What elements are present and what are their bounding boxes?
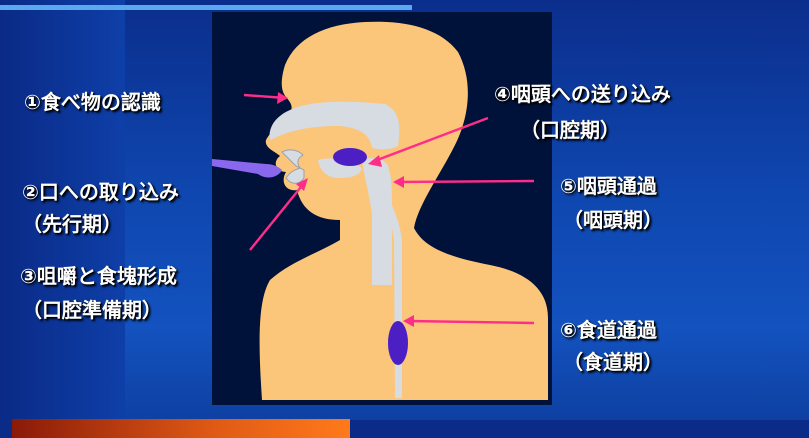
label-step1: ①食べ物の認識 [24,90,161,114]
arrow-step5 [398,181,534,182]
label-step4-phase: （口腔期） [520,118,620,142]
label-step3-phase: （口腔準備期） [22,298,162,322]
label-step5-phase: （咽頭期） [563,208,663,232]
airway [372,206,384,285]
label-step6: ⑥食道通過 [560,318,657,342]
label-step2-phase: （先行期） [22,212,122,236]
label-step4: ④咽頭への送り込み [494,82,671,106]
bottom-accent-bar [12,419,350,438]
label-step5: ⑤咽頭通過 [560,174,657,198]
label-step3: ③咀嚼と食塊形成 [20,264,177,288]
oral-bolus [333,148,367,166]
label-step2: ②口への取り込み [22,180,179,204]
esophageal-bolus [388,321,408,365]
label-step6-phase: （食道期） [563,350,663,374]
